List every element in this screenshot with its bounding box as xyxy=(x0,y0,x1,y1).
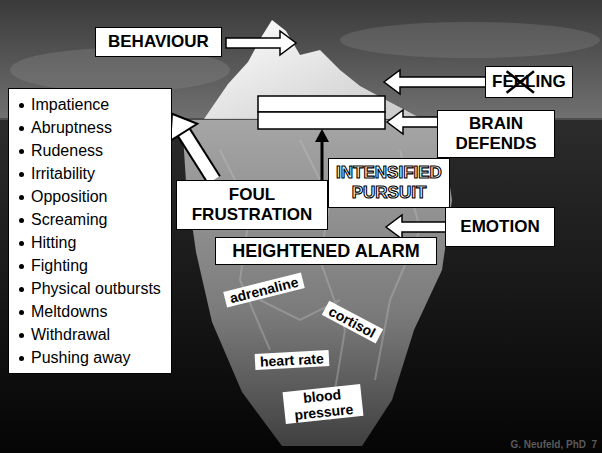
list-item: Hitting xyxy=(17,231,165,254)
list-item: Irritability xyxy=(17,162,165,185)
node-text: INTENSIFIED PURSUIT xyxy=(334,163,444,203)
frustration-arrow xyxy=(170,114,214,180)
list-item: Screaming xyxy=(17,208,165,231)
sky xyxy=(0,0,602,118)
node-text: BRAIN DEFENDS xyxy=(444,114,548,154)
node-text: heart rate xyxy=(260,350,325,369)
layer-bar xyxy=(258,112,385,129)
arrow-shaft xyxy=(183,131,214,180)
cloud xyxy=(340,22,600,58)
alarm-box: HEIGHTENED ALARM xyxy=(215,237,437,265)
frustration-box: FOUL FRUSTRATION xyxy=(176,180,328,230)
node-text: EMOTION xyxy=(454,217,546,237)
node-text: BEHAVIOUR xyxy=(108,32,209,52)
pursuit-box: INTENSIFIED PURSUIT xyxy=(328,158,450,208)
node-text: FOUL FRUSTRATION xyxy=(183,185,321,225)
pointer-arrow xyxy=(387,110,438,134)
arrow-head xyxy=(170,114,197,141)
pointer-arrow xyxy=(386,215,446,239)
list-item: Meltdowns xyxy=(17,300,165,323)
slide-number: 7 xyxy=(591,439,597,450)
arrow-outline xyxy=(183,131,214,180)
up-arrow-head xyxy=(315,129,329,142)
up-arrow xyxy=(321,140,324,182)
list-item: Physical outbursts xyxy=(17,277,165,300)
behaviour-box: BEHAVIOUR xyxy=(95,27,222,57)
list-item: Pushing away xyxy=(17,346,165,369)
behaviour-list: ImpatienceAbruptnessRudenessIrritability… xyxy=(8,88,172,374)
list-item: Abruptness xyxy=(17,116,165,139)
brain-box: BRAIN DEFENDS xyxy=(437,110,555,158)
underwater-iceberg xyxy=(182,120,452,446)
layer-bar xyxy=(258,96,385,112)
pointer-arrow xyxy=(226,31,296,55)
pointer-arrow xyxy=(384,70,486,94)
emotion-box: EMOTION xyxy=(445,207,555,247)
list-item: Impatience xyxy=(17,93,165,116)
list-item: Withdrawal xyxy=(17,323,165,346)
author-watermark: G. Neufeld, PhD xyxy=(510,439,586,450)
feeling-box: FEELING xyxy=(485,66,573,98)
list-item: Opposition xyxy=(17,185,165,208)
node-text: HEIGHTENED ALARM xyxy=(224,241,428,261)
water xyxy=(0,118,602,453)
iceberg-tip xyxy=(204,20,422,119)
list-item: Fighting xyxy=(17,254,165,277)
node-text: FEELING xyxy=(492,72,566,92)
list-item: Rudeness xyxy=(17,139,165,162)
